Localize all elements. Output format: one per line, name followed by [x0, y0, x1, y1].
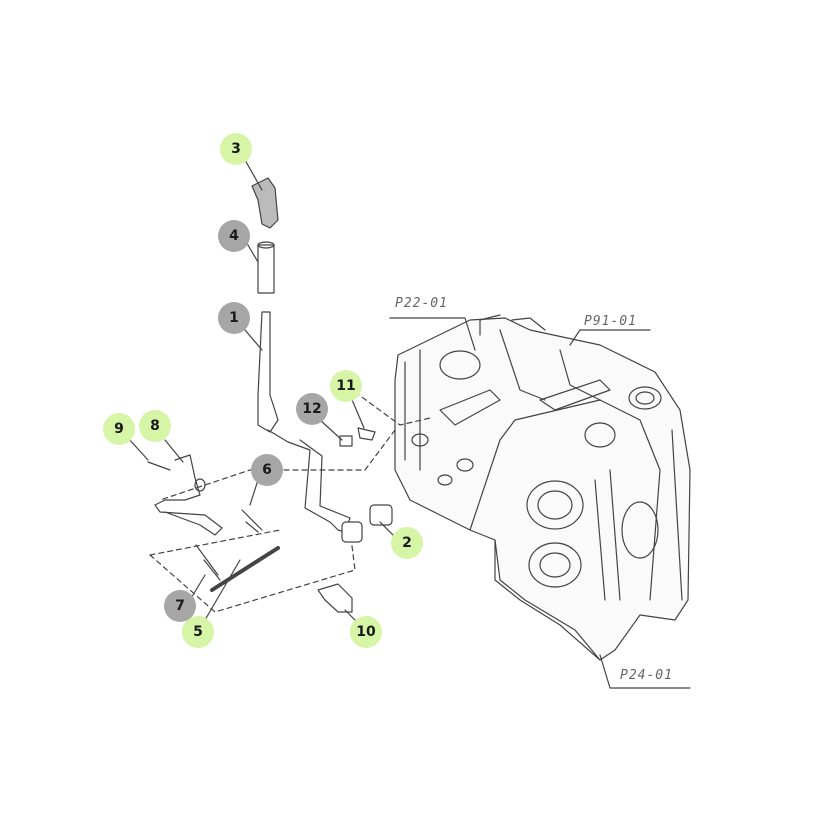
part-6-clip — [241, 509, 263, 533]
callout-leaders — [127, 159, 399, 626]
callout-4: 4 — [218, 220, 250, 252]
callout-3: 3 — [220, 133, 252, 165]
ref-label-p91: P91-01 — [584, 314, 637, 329]
part-9-pin — [147, 461, 171, 471]
part-4-sleeve — [257, 241, 275, 294]
callout-10: 10 — [350, 616, 382, 648]
part-10-elbow — [317, 583, 353, 613]
part-8-bracket — [154, 454, 223, 536]
ref-label-p24: P24-01 — [620, 668, 673, 683]
callout-11: 11 — [330, 370, 362, 402]
callout-9: 9 — [103, 413, 135, 445]
callout-6: 6 — [251, 454, 283, 486]
ref-leader-p91 — [569, 329, 651, 346]
part-1-lever — [257, 311, 279, 433]
callout-2: 2 — [391, 527, 423, 559]
ref-label-p22: P22-01 — [395, 296, 448, 311]
callout-5: 5 — [182, 616, 214, 648]
callout-12: 12 — [296, 393, 328, 425]
ref-leader-p22 — [389, 317, 476, 351]
part-11-plate — [357, 427, 376, 441]
callout-8: 8 — [139, 410, 171, 442]
ref-leader-p24 — [599, 654, 691, 689]
callout-1: 1 — [218, 302, 250, 334]
part-5-rod — [210, 546, 280, 592]
part-7-clip — [195, 544, 221, 581]
transmission-housing — [394, 314, 691, 661]
part-2-bushings — [341, 504, 393, 543]
part-12-bolt — [339, 435, 353, 447]
part-3-grip — [251, 177, 279, 229]
